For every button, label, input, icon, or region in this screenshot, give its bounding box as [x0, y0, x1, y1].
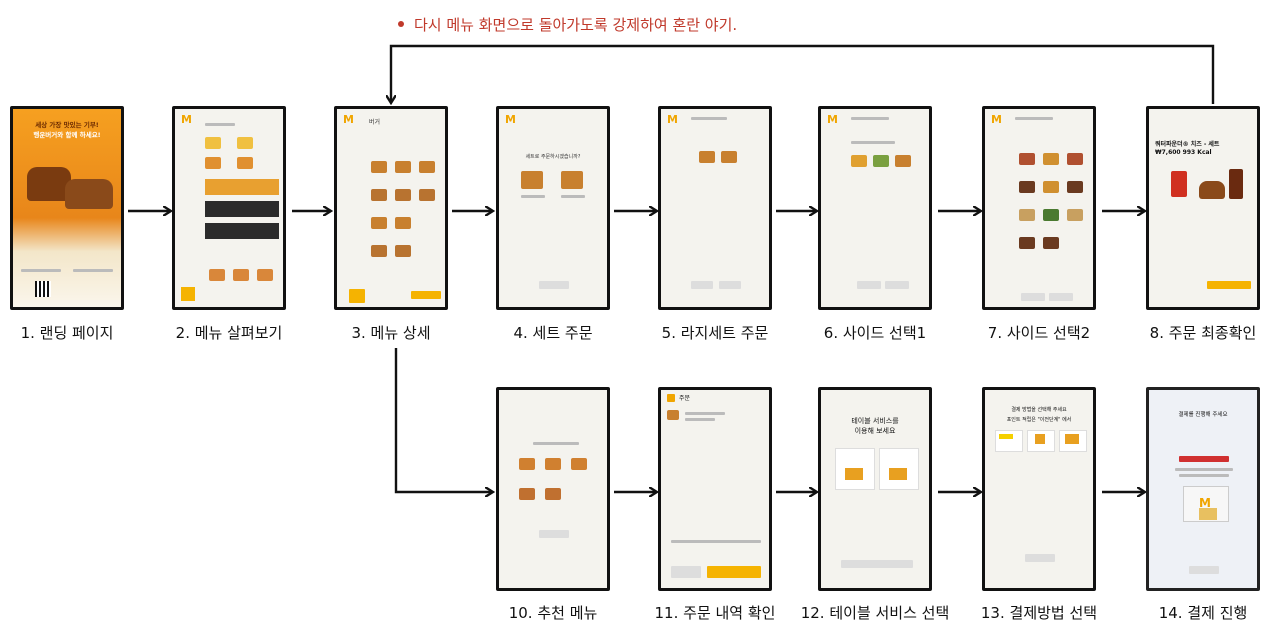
menu-detail-title: 버거 — [369, 119, 381, 126]
burger-image — [1199, 181, 1225, 199]
screenshot-table-service: 테이블 서비스를 이용해 보세요 — [818, 387, 932, 591]
mcdonalds-logo-icon: M — [667, 113, 678, 126]
screenshot-side-select-2: M — [982, 106, 1096, 310]
mcdonalds-logo-icon: M — [343, 113, 354, 126]
caption-order-confirm: 8. 주문 최종확인 — [1149, 324, 1257, 342]
table-chair-icon — [889, 468, 907, 480]
screenshot-menu-detail: M 버거 — [334, 106, 448, 310]
fries-image — [1171, 171, 1187, 197]
table-chair-icon — [845, 468, 863, 480]
set-order-title: 세트로 주문하시겠습니까? — [525, 154, 581, 160]
payment-progress-title: 결제를 진행해 주세요 — [1178, 412, 1228, 418]
screenshot-recommended-menu — [496, 387, 610, 591]
mcdonalds-logo-icon: M — [991, 113, 1002, 126]
screenshot-landing: 세상 가장 맛있는 기부! 행운버거와 함께 하세요! — [10, 106, 124, 310]
caption-payment-progress: 14. 결제 진행 — [1158, 604, 1248, 622]
caption-recommended-menu: 10. 추천 메뉴 — [508, 604, 598, 622]
screenshot-side-select-1: M — [818, 106, 932, 310]
bullet-icon — [398, 20, 404, 27]
screenshot-set-order: M 세트로 주문하시겠습니까? — [496, 106, 610, 310]
card-image — [1199, 508, 1217, 520]
screenshot-menu-browse: M — [172, 106, 286, 310]
burger-image — [65, 179, 113, 209]
landing-title-1: 세상 가장 맛있는 기부! — [35, 121, 99, 129]
caption-menu-detail: 3. 메뉴 상세 — [351, 324, 431, 342]
qr-code-icon — [35, 281, 51, 297]
note-text: 다시 메뉴 화면으로 돌아가도록 강제하여 혼란 야기. — [414, 16, 738, 34]
arrow-8-back-to-3 — [391, 44, 1215, 104]
burger-image — [27, 167, 71, 201]
annotation-note: 다시 메뉴 화면으로 돌아가도록 강제하여 혼란 야기. — [398, 14, 737, 35]
order-bag-icon — [667, 394, 675, 402]
table-service-title-1: 테이블 서비스를 — [851, 417, 899, 425]
screenshot-large-set-order: M — [658, 106, 772, 310]
payment-title-1: 결제 방법을 선택해 주세요 — [1011, 407, 1067, 413]
confirm-title-1: 쿼터파운더® 치즈 - 세트 — [1155, 141, 1220, 148]
screenshot-order-review: 주문 — [658, 387, 772, 591]
table-service-title-2: 이용해 보세요 — [854, 427, 896, 435]
caption-menu-browse: 2. 메뉴 살펴보기 — [175, 324, 283, 342]
confirm-title-2: ₩7,600 993 Kcal — [1155, 149, 1212, 156]
screenshot-payment-progress: 결제를 진행해 주세요 M — [1146, 387, 1260, 591]
caption-large-set-order: 5. 라지세트 주문 — [661, 324, 769, 342]
arrow-3-10 — [394, 348, 492, 492]
screenshot-order-confirm: 쿼터파운더® 치즈 - 세트 ₩7,600 993 Kcal — [1146, 106, 1260, 310]
mcdonalds-logo-icon: M — [505, 113, 516, 126]
screenshot-payment-method: 결제 방법을 선택해 주세요 포인트 적립은 "이전단계" 에서 — [982, 387, 1096, 591]
qr-code-icon — [181, 287, 195, 301]
caption-set-order: 4. 세트 주문 — [513, 324, 593, 342]
mcdonalds-logo-icon: M — [1199, 496, 1211, 510]
order-review-title: 주문 — [679, 395, 691, 402]
caption-payment-method: 13. 결제방법 선택 — [980, 604, 1098, 622]
caption-table-service: 12. 테이블 서비스 선택 — [800, 604, 950, 622]
caption-side-select-1: 6. 사이드 선택1 — [823, 324, 927, 342]
caption-side-select-2: 7. 사이드 선택2 — [987, 324, 1091, 342]
landing-title-2: 행운버거와 함께 하세요! — [33, 131, 101, 139]
caption-order-review: 11. 주문 내역 확인 — [654, 604, 776, 622]
mcdonalds-logo-icon: M — [827, 113, 838, 126]
caption-landing: 1. 랜딩 페이지 — [20, 324, 114, 342]
payment-title-2: 포인트 적립은 "이전단계" 에서 — [1006, 417, 1072, 423]
mcdonalds-logo-icon: M — [181, 113, 192, 126]
drink-image — [1229, 169, 1243, 199]
